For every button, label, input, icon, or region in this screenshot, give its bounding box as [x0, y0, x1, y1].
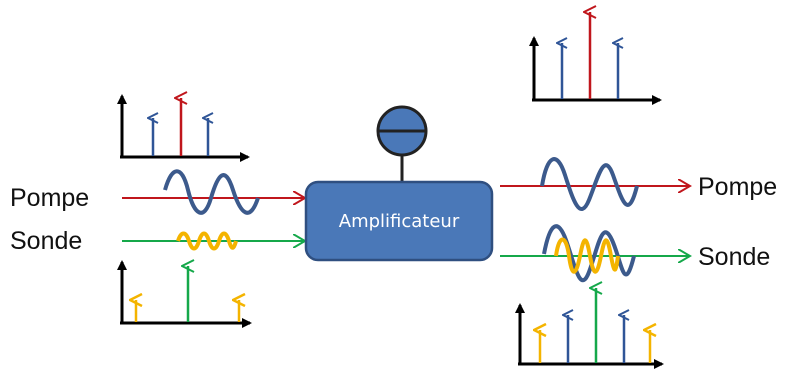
output-pump-label: Pompe [698, 173, 777, 201]
output-signal-wave [554, 237, 620, 274]
input-signal-beam [122, 231, 305, 251]
input-signal-wave [176, 231, 238, 251]
pump-meter [376, 105, 428, 182]
output-signal-spectrum [515, 288, 664, 369]
output-idler-wave [542, 224, 636, 282]
output-signal-beam [500, 224, 690, 282]
input-pump-wave [163, 169, 260, 215]
input-signal-spectrum [117, 262, 252, 328]
amplifier-label: Amplificateur [339, 211, 460, 232]
output-pump-wave [540, 157, 639, 211]
output-pump-spectrum [529, 12, 662, 105]
input-pump-spectrum [117, 96, 250, 162]
output-pump-beam [500, 157, 690, 211]
input-signal-label: Sonde [10, 227, 82, 255]
amplifier-box: Amplificateur [304, 180, 494, 262]
input-pump-label: Pompe [10, 184, 89, 212]
input-pump-beam [122, 169, 305, 215]
output-signal-label: Sonde [698, 243, 770, 271]
